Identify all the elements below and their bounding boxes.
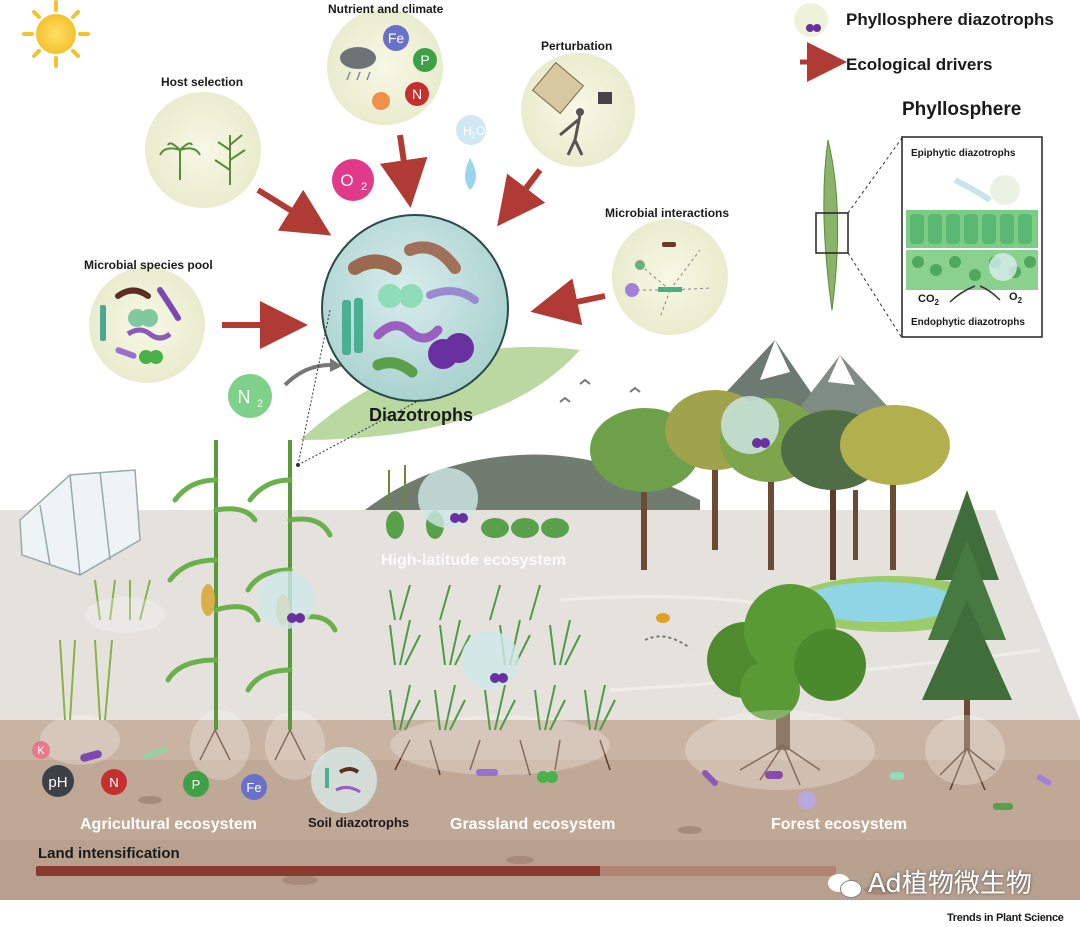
svg-text:pH: pH (48, 774, 67, 791)
soil-p: P (183, 771, 209, 797)
host-selection-label: Host selection (161, 75, 244, 89)
fe-circle (383, 25, 409, 51)
wheat-plants (59, 579, 151, 721)
o2-molecule: O 2 (332, 159, 374, 201)
rice-halo (85, 597, 165, 633)
water-drop-icon (465, 158, 476, 190)
zoom-line (297, 399, 421, 466)
agricultural-label: Agricultural ecosystem (80, 816, 257, 833)
wechat-icon (828, 872, 862, 898)
endophytic-label: Endophytic diazotrophs (911, 317, 1025, 328)
n-circle (405, 82, 429, 106)
svg-text:N: N (412, 86, 422, 102)
oak-tree (707, 584, 866, 750)
grassland-plants (389, 584, 616, 731)
svg-text:N: N (238, 387, 251, 407)
svg-text:N: N (109, 775, 118, 790)
legend-phyllosphere-label: Phyllosphere diazotrophs (846, 10, 1054, 29)
ground-platform (0, 510, 1080, 900)
legend-drivers-label: Ecological drivers (846, 55, 993, 74)
soil-fe: Fe (241, 774, 267, 800)
svg-text:Fe: Fe (388, 30, 405, 46)
microbial-species-pool-label: Microbial species pool (84, 258, 213, 272)
svg-text:2: 2 (361, 181, 367, 193)
svg-text:P: P (192, 777, 201, 792)
forest-label: Forest ecosystem (771, 816, 908, 833)
high-latitude-label: High-latitude ecosystem (381, 552, 566, 569)
svg-text:O: O (476, 124, 485, 138)
microbial-interactions-bubble (612, 219, 728, 335)
svg-text:K: K (37, 745, 45, 757)
n2-molecule: N 2 (228, 374, 272, 418)
svg-text:2: 2 (471, 131, 476, 140)
soil-microbes (80, 745, 1052, 810)
svg-text:H: H (463, 124, 472, 138)
bee-icon (644, 613, 691, 649)
svg-text:P: P (420, 52, 429, 68)
legend (794, 3, 847, 82)
soil-ph: pH (42, 765, 74, 797)
svg-text:2: 2 (257, 398, 263, 410)
bubble-microbes (287, 438, 770, 794)
zoom-point (296, 463, 300, 467)
roots (199, 729, 996, 791)
nutrient-climate-bubble: Fe P N (327, 9, 443, 125)
nutrient-climate-label: Nutrient and climate (328, 2, 444, 16)
diazotrophs-circle (321, 214, 509, 402)
watermark: Ad植物微生物 (828, 863, 1032, 900)
host-selection-bubble (145, 92, 261, 208)
pine-tree (922, 490, 1012, 750)
co2-label: CO2 (918, 293, 939, 308)
soil-n: N (101, 769, 127, 795)
p-circle (413, 48, 437, 72)
sun-icon (22, 0, 90, 68)
perturbation-bubble (521, 53, 635, 167)
phyllosphere-inset (815, 136, 1043, 339)
soil-diazotrophs-label: Soil diazotrophs (308, 815, 410, 830)
phyllosphere-title: Phyllosphere (902, 99, 1022, 120)
svg-text:Fe: Fe (246, 780, 261, 795)
land-intensification-bar (36, 866, 836, 876)
svg-text:O: O (340, 171, 353, 190)
n2-fixation-arrow (283, 363, 331, 387)
o2-label: O2 (1009, 291, 1023, 306)
diazotrophs-label: Diazotrophs (369, 405, 474, 425)
birds-icon (559, 378, 641, 403)
grassland-label: Grassland ecosystem (450, 816, 616, 833)
soil-k: K (32, 741, 50, 759)
journal-label: Trends in Plant Science (947, 912, 1064, 924)
land-intensification-label: Land intensification (38, 845, 180, 862)
driver-arrows (222, 134, 606, 349)
h2o-molecule: H 2 O (456, 115, 486, 145)
legend-phyllosphere-icon (794, 3, 828, 37)
species-pool-bubble (89, 267, 205, 383)
epiphytic-label: Epiphytic diazotrophs (911, 148, 1016, 159)
perturbation-label: Perturbation (541, 39, 613, 53)
greenhouse (19, 469, 141, 576)
microbial-interactions-label: Microbial interactions (605, 206, 730, 220)
